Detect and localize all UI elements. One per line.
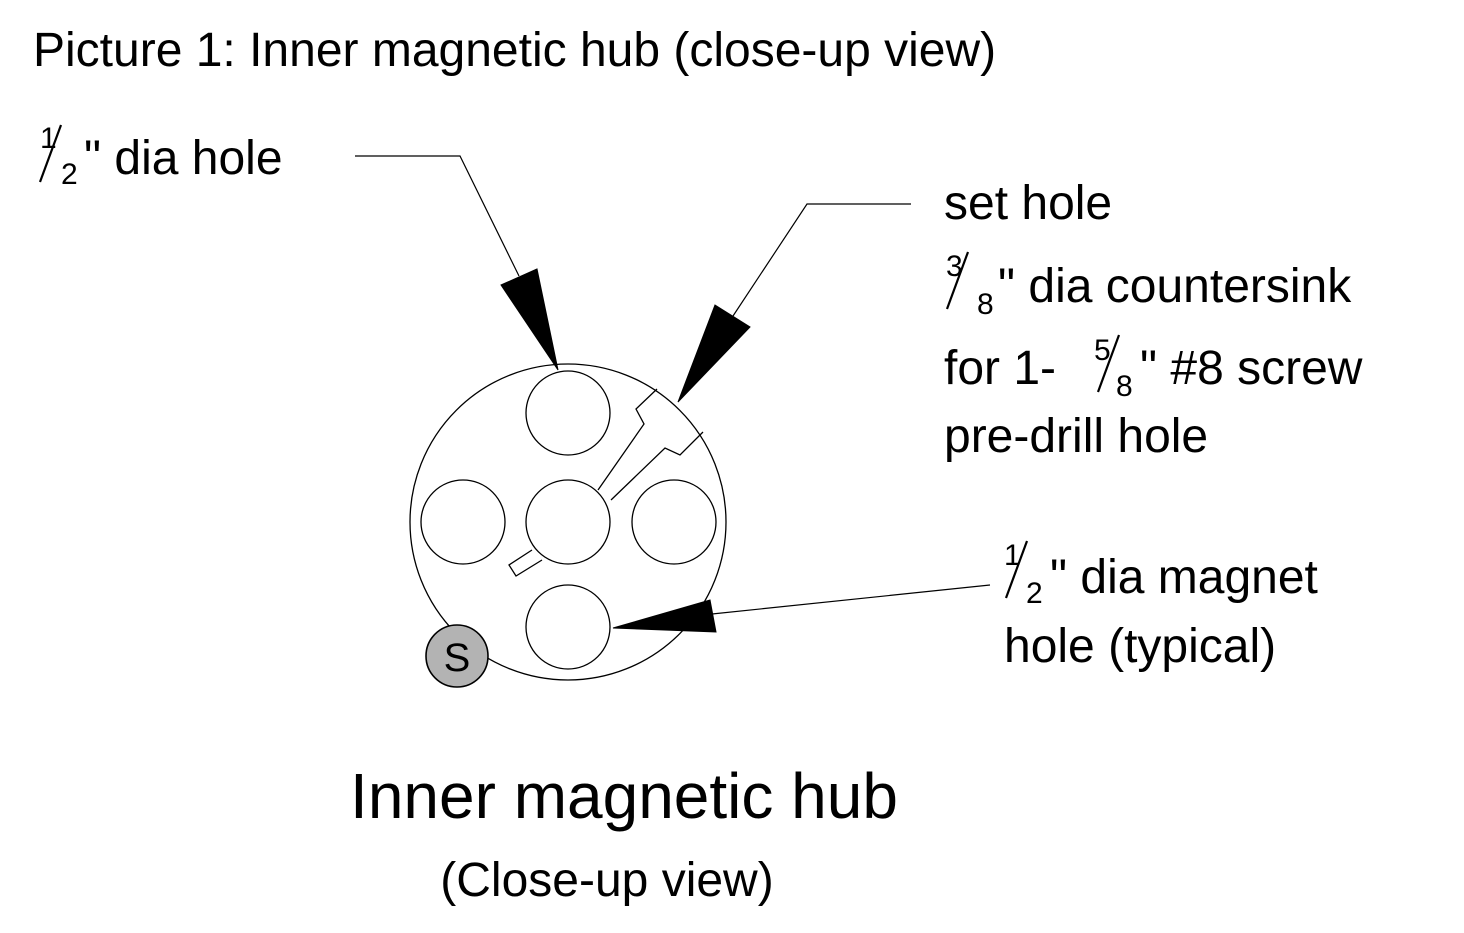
callout-text: " dia hole bbox=[84, 132, 283, 185]
callout-line-2: " dia countersink bbox=[998, 260, 1352, 313]
callout-line-1: " dia magnet bbox=[1050, 551, 1318, 604]
arrowhead-set-hole bbox=[677, 304, 751, 403]
south-pole-disc bbox=[425, 624, 489, 688]
right-magnet-hole bbox=[631, 479, 717, 565]
diagram-subtitle: (Close-up view) bbox=[440, 854, 773, 907]
fraction-denominator: 8 bbox=[1116, 370, 1133, 403]
callout-line-1: set hole bbox=[944, 177, 1112, 230]
callout-line-3: " #8 screw bbox=[1140, 342, 1363, 395]
fraction-numerator: 1 bbox=[40, 122, 57, 155]
fraction-slash bbox=[1096, 334, 1121, 393]
top-magnet-hole bbox=[525, 370, 611, 456]
callout-line-4: pre-drill hole bbox=[944, 410, 1208, 463]
hub-outer-disc bbox=[409, 363, 727, 681]
arrowhead-center-hole bbox=[500, 268, 559, 371]
south-pole-letter: S bbox=[444, 636, 471, 680]
callout-set-hole: set hole 3 8 " dia countersink for 1- 5 … bbox=[944, 177, 1363, 463]
set-hole-channel bbox=[597, 388, 658, 491]
callout-center-hole: 1 2 " dia hole bbox=[38, 122, 283, 191]
fraction-numerator: 3 bbox=[946, 250, 963, 283]
callout-magnet-hole: 1 2 " dia magnet hole (typical) bbox=[1004, 539, 1318, 673]
fraction-denominator: 2 bbox=[1026, 577, 1043, 610]
south-pole-marker: S bbox=[425, 624, 489, 688]
fraction-slash bbox=[1004, 540, 1029, 599]
leader-line-set-hole bbox=[732, 203, 911, 317]
diagram-title: Inner magnetic hub bbox=[350, 760, 898, 832]
set-hole-tip bbox=[508, 549, 543, 577]
bottom-magnet-hole bbox=[525, 584, 611, 670]
arrowhead-magnet-hole bbox=[612, 599, 717, 633]
left-magnet-hole bbox=[420, 479, 506, 565]
callout-line-2: hole (typical) bbox=[1004, 620, 1276, 673]
fraction-slash bbox=[945, 251, 970, 310]
fraction-denominator: 8 bbox=[977, 288, 994, 321]
fraction-slash bbox=[38, 124, 63, 183]
header-title: Picture 1: Inner magnetic hub (close-up … bbox=[33, 24, 996, 77]
center-hole bbox=[525, 479, 611, 565]
callout-line-3-prefix: for 1- bbox=[944, 342, 1056, 395]
leader-line-center-hole bbox=[355, 155, 520, 277]
fraction-numerator: 5 bbox=[1094, 334, 1111, 367]
leader-line-magnet-hole bbox=[711, 584, 991, 615]
set-hole-channel bbox=[610, 431, 704, 501]
fraction-numerator: 1 bbox=[1004, 539, 1021, 572]
fraction-denominator: 2 bbox=[61, 158, 78, 191]
